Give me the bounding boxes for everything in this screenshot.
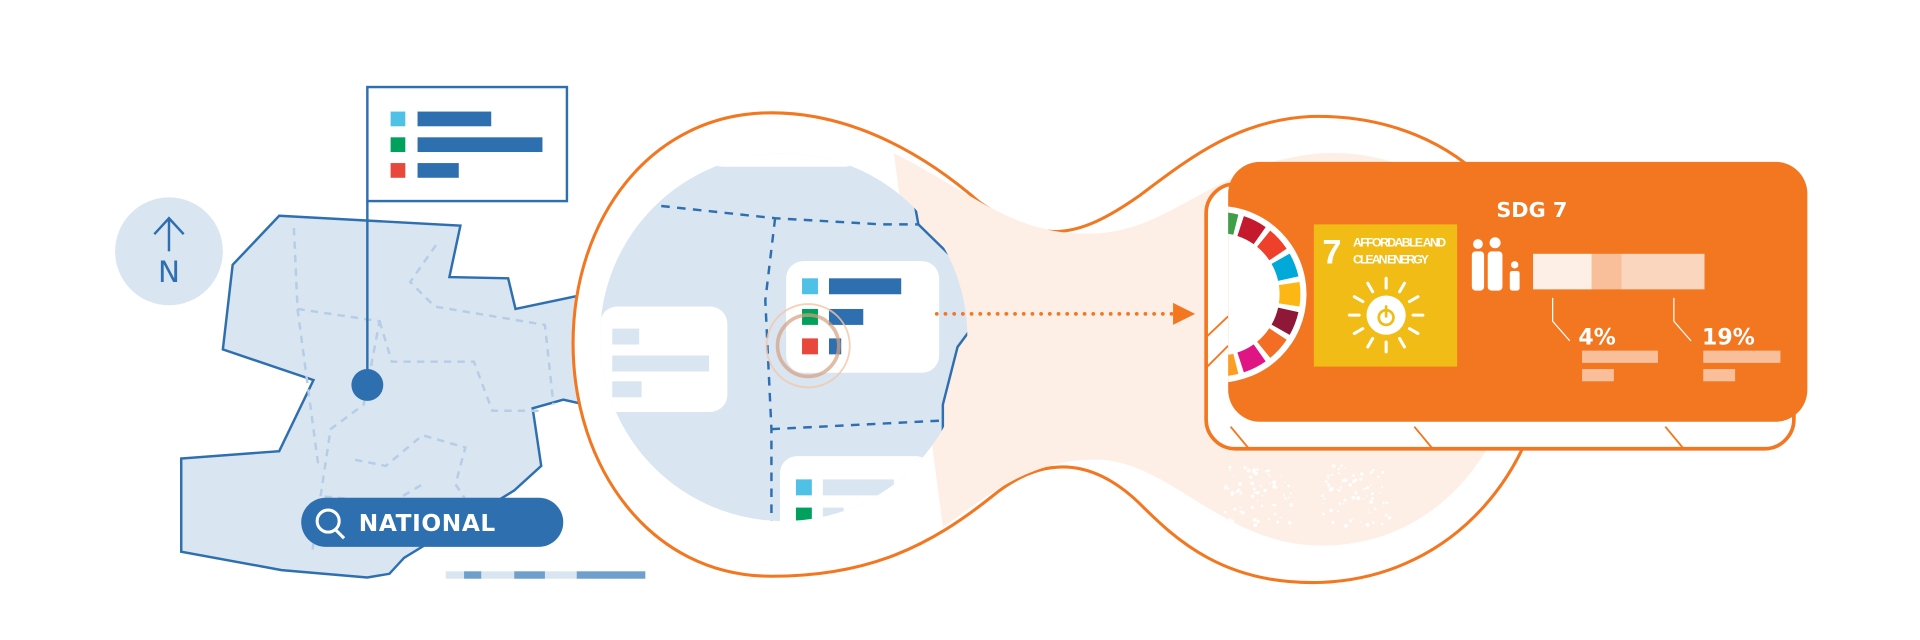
- sdg7-tile: 7 AFFORDABLE AND CLEAN ENERGY: [1313, 224, 1458, 367]
- wheel-segment: [1237, 344, 1266, 373]
- wheel-segment: [1278, 282, 1301, 307]
- north-arrow-icon: [153, 216, 185, 252]
- location-pin[interactable]: [351, 369, 384, 401]
- wheel-segment: [1237, 216, 1266, 245]
- legend-swatch: [390, 163, 406, 178]
- speckle-texture: [1223, 464, 1392, 528]
- wheel-segment: [1228, 353, 1239, 377]
- dotted-arrow: [934, 302, 1196, 325]
- stat-left: 4%: [1578, 326, 1615, 351]
- wheel-segment: [1257, 328, 1287, 358]
- stacked-share-bar: [1533, 253, 1705, 290]
- sdg-wheel-icon: [1228, 205, 1307, 383]
- national-label: NATIONAL: [359, 510, 496, 537]
- legend-bar: [417, 137, 543, 153]
- compass-north-label: N: [158, 255, 180, 289]
- flag-legend: [351, 85, 569, 401]
- goal-title-line1: AFFORDABLE AND: [1353, 235, 1446, 249]
- goal-number: 7: [1322, 234, 1341, 272]
- national-search-button[interactable]: NATIONAL: [301, 497, 564, 547]
- scale-bar: [445, 571, 646, 579]
- national-map: [180, 214, 587, 579]
- wheel-segment: [1271, 253, 1299, 281]
- goal-title-line2: CLEAN ENERGY: [1353, 253, 1429, 267]
- sun-power-icon: [1347, 276, 1425, 354]
- family-icon: [1471, 237, 1520, 291]
- wheel-segment: [1228, 212, 1239, 235]
- region-data-card[interactable]: [765, 261, 940, 389]
- sdg-card[interactable]: 7 AFFORDABLE AND CLEAN ENERGY SDG 7: [1130, 161, 1808, 422]
- wheel-segment: [1271, 307, 1299, 335]
- legend-bar: [417, 111, 492, 127]
- legend-swatch: [390, 111, 406, 127]
- sdg-card-title: SDG 7: [1496, 198, 1567, 222]
- legend-swatch: [390, 137, 406, 153]
- compass: N: [115, 197, 223, 306]
- wheel-segment: [1257, 230, 1287, 261]
- search-icon: [315, 508, 346, 540]
- focus-ring: [775, 313, 841, 379]
- legend-bar: [417, 163, 459, 178]
- stat-right: 19%: [1702, 326, 1755, 351]
